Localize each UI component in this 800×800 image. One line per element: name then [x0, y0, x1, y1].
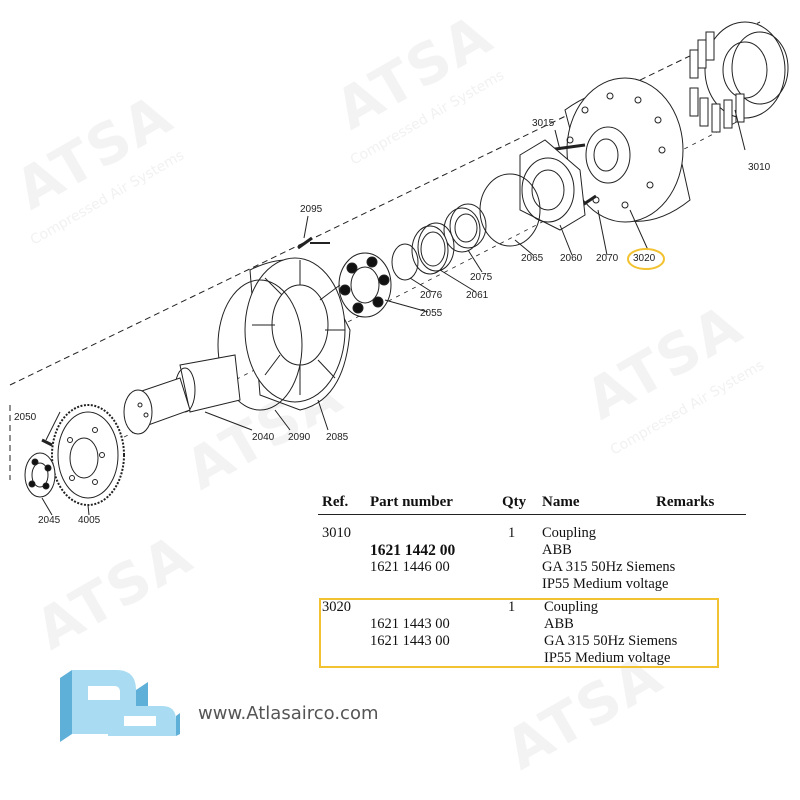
part-4005-gear [51, 404, 125, 506]
atlasairco-logo-icon [60, 670, 180, 742]
header-remarks: Remarks [656, 494, 715, 510]
part-2085-cover [244, 257, 351, 411]
row-3010-name-line: Coupling [542, 525, 596, 541]
part-2040-shaft [123, 354, 241, 435]
header-ref: Ref. [322, 494, 349, 510]
part-2055-bearing [338, 252, 392, 318]
callout-2085: 2085 [326, 432, 349, 443]
row-3020-ref: 3020 [322, 599, 351, 615]
callout-2060: 2060 [560, 253, 583, 264]
header-name: Name [542, 494, 580, 510]
callout-3020: 3020 [633, 253, 656, 264]
part-2090-gasket [217, 279, 303, 411]
row-3020-qty: 1 [508, 599, 516, 615]
row-3010-name-line: ABB [542, 542, 572, 558]
row-3010-name-line: IP55 Medium voltage [542, 576, 669, 592]
row-3010-name-line: GA 315 50Hz Siemens [542, 559, 676, 575]
part-3010-hub [689, 21, 789, 133]
row-3020-name-line: Coupling [544, 599, 598, 615]
callout-2055: 2055 [420, 308, 443, 319]
part-2045-bearing [24, 452, 56, 498]
part-3020-disc [564, 77, 691, 223]
callout-2061: 2061 [466, 290, 489, 301]
header-divider [318, 514, 746, 515]
row-3020-part-secondary: 1621 1443 00 [370, 633, 450, 649]
part-2060-housing [519, 139, 586, 231]
row-3020-highlight-box [319, 598, 719, 668]
row-3010-part-secondary: 1621 1446 00 [370, 559, 450, 575]
callout-3010: 3010 [748, 162, 771, 173]
callout-2075: 2075 [470, 272, 493, 283]
row-3020-name-line: ABB [544, 616, 574, 632]
row-3020-name-line: GA 315 50Hz Siemens [544, 633, 678, 649]
callout-4005: 4005 [78, 515, 101, 526]
callout-3020-highlight [627, 248, 665, 270]
callout-3015: 3015 [532, 118, 555, 129]
row-3010-qty: 1 [508, 525, 516, 541]
callout-2045: 2045 [38, 515, 61, 526]
callout-2070: 2070 [596, 253, 619, 264]
header-part-number: Part number [370, 494, 453, 510]
callout-2076: 2076 [420, 290, 443, 301]
callout-2065: 2065 [521, 253, 544, 264]
callout-2050: 2050 [14, 412, 37, 423]
header-qty: Qty [502, 494, 527, 510]
row-3020-part-primary: 1621 1443 00 [370, 616, 450, 632]
part-2076-circlip [391, 243, 419, 281]
callout-2095: 2095 [300, 204, 323, 215]
site-url[interactable]: www.Atlasairco.com [198, 703, 379, 724]
callout-2040: 2040 [252, 432, 275, 443]
part-2061-ring [411, 222, 455, 275]
row-3020-name-line: IP55 Medium voltage [544, 650, 671, 666]
callout-2090: 2090 [288, 432, 311, 443]
row-3010-part-primary: 1621 1442 00 [370, 542, 456, 559]
row-3010-ref: 3010 [322, 525, 351, 541]
